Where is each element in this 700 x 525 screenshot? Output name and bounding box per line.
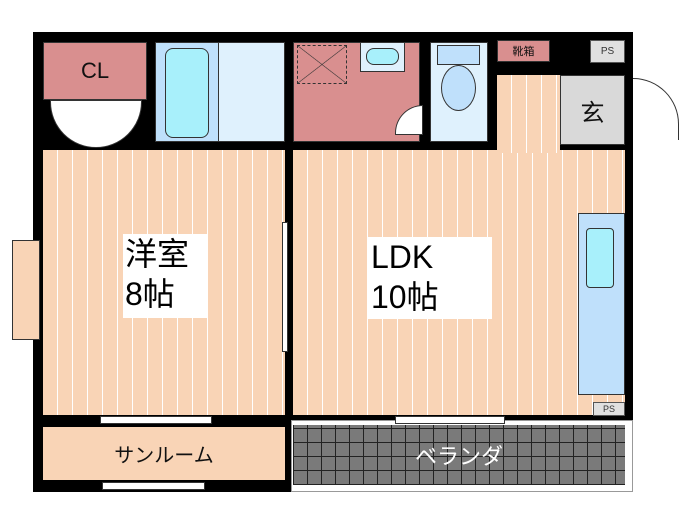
pipe-space-top: PS xyxy=(590,40,625,63)
entrance-door[interactable] xyxy=(633,78,679,140)
kitchen-sink xyxy=(586,228,614,288)
bathtub xyxy=(165,48,209,138)
window-sunroom-outer[interactable] xyxy=(102,482,205,490)
sunroom: サンルーム xyxy=(43,427,285,480)
pipe-space-bottom: PS xyxy=(593,402,625,416)
toilet-tank xyxy=(437,45,480,65)
ldk-size: 10帖 xyxy=(371,279,439,315)
sliding-door-interior[interactable] xyxy=(282,222,288,352)
window-ldk-veranda[interactable] xyxy=(395,416,505,424)
veranda: ベランダ xyxy=(293,425,625,485)
washing-machine-space xyxy=(297,45,347,84)
western-room-size: 8帖 xyxy=(125,276,175,312)
ldk-hallway xyxy=(497,75,560,153)
west-window[interactable] xyxy=(12,240,40,340)
western-room-name: 洋室 xyxy=(125,236,190,272)
toilet-bowl xyxy=(441,65,476,111)
ldk-name: LDK xyxy=(371,239,434,275)
western-room-label: 洋室 8帖 xyxy=(123,234,207,318)
shoe-box: 靴箱 xyxy=(497,40,550,62)
sink-bowl xyxy=(366,48,399,65)
ldk xyxy=(293,150,625,415)
ldk-label: LDK 10帖 xyxy=(367,237,492,319)
closet: CL xyxy=(43,42,147,100)
entrance: 玄 xyxy=(560,75,625,145)
window-western-sunroom[interactable] xyxy=(100,416,212,424)
